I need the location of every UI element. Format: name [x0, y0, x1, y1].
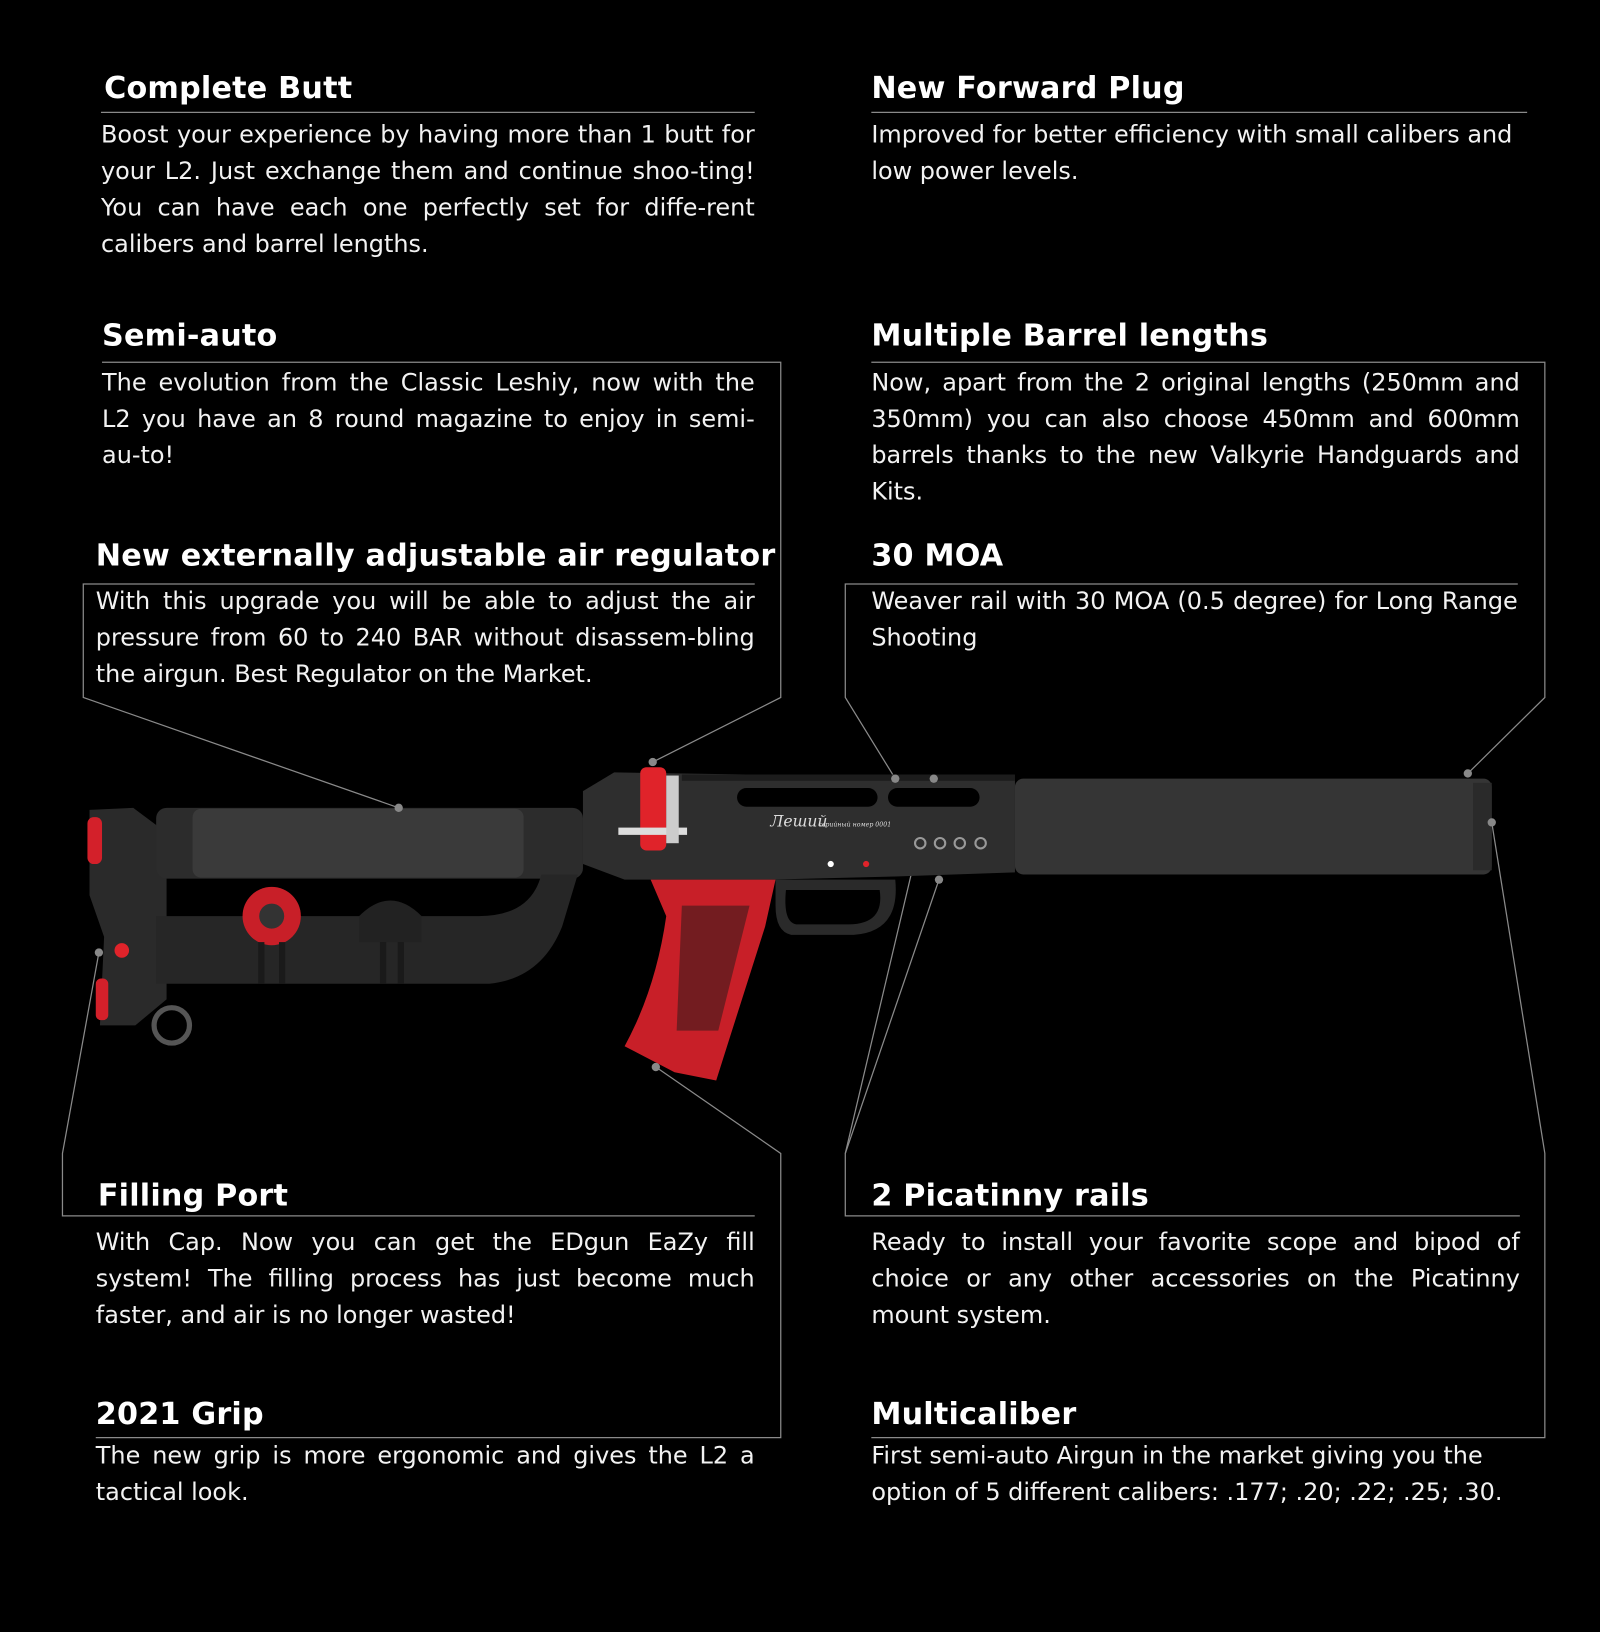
feature-title-filling-port: Filling Port: [97, 1177, 289, 1213]
feature-title-multicaliber: Multicaliber: [871, 1395, 1077, 1432]
feature-text-30-moa: Weaver rail with 30 MOA (0.5 degree) for…: [871, 588, 1518, 652]
airgun-image: Леший серийный номер 0001: [87, 767, 1492, 1081]
feature-text-multicaliber: First semi-auto Airgun in the market giv…: [871, 1442, 1503, 1507]
feature-text-filling-port: With Cap. Now you can get the EDgun EaZy…: [95, 1229, 755, 1330]
feature-title-air-regulator: New externally adjustable air regulator: [95, 537, 776, 573]
feature-title-forward-plug: New Forward Plug: [871, 69, 1185, 106]
feature-text-air-regulator: With this upgrade you will be able to ad…: [95, 588, 755, 689]
feature-title-complete-butt: Complete Butt: [104, 69, 353, 106]
feature-text-barrel-lengths: Now, apart from the 2 original lengths (…: [871, 369, 1520, 506]
callout-lines: [61, 111, 1546, 1439]
feature-title-barrel-lengths: Multiple Barrel lengths: [871, 317, 1269, 353]
feature-title-semi-auto: Semi-auto: [102, 317, 278, 353]
feature-title-picatinny: 2 Picatinny rails: [871, 1177, 1150, 1213]
feature-title-grip: 2021 Grip: [95, 1395, 264, 1432]
feature-text-complete-butt: Boost your experience by having more tha…: [100, 121, 755, 259]
feature-text-grip: The new grip is more ergonomic and gives…: [95, 1442, 755, 1507]
engraving-serial: серийный номер 0001: [818, 822, 891, 829]
callout-dots: [94, 757, 1496, 1072]
feature-text-picatinny: Ready to install your favorite scope and…: [871, 1229, 1520, 1330]
feature-text-semi-auto: The evolution from the Classic Leshiy, n…: [102, 369, 755, 470]
feature-text-forward-plug: Improved for better efficiency with smal…: [871, 121, 1513, 186]
feature-title-30-moa: 30 MOA: [871, 537, 1004, 573]
engraving-name: Леший: [769, 813, 827, 831]
